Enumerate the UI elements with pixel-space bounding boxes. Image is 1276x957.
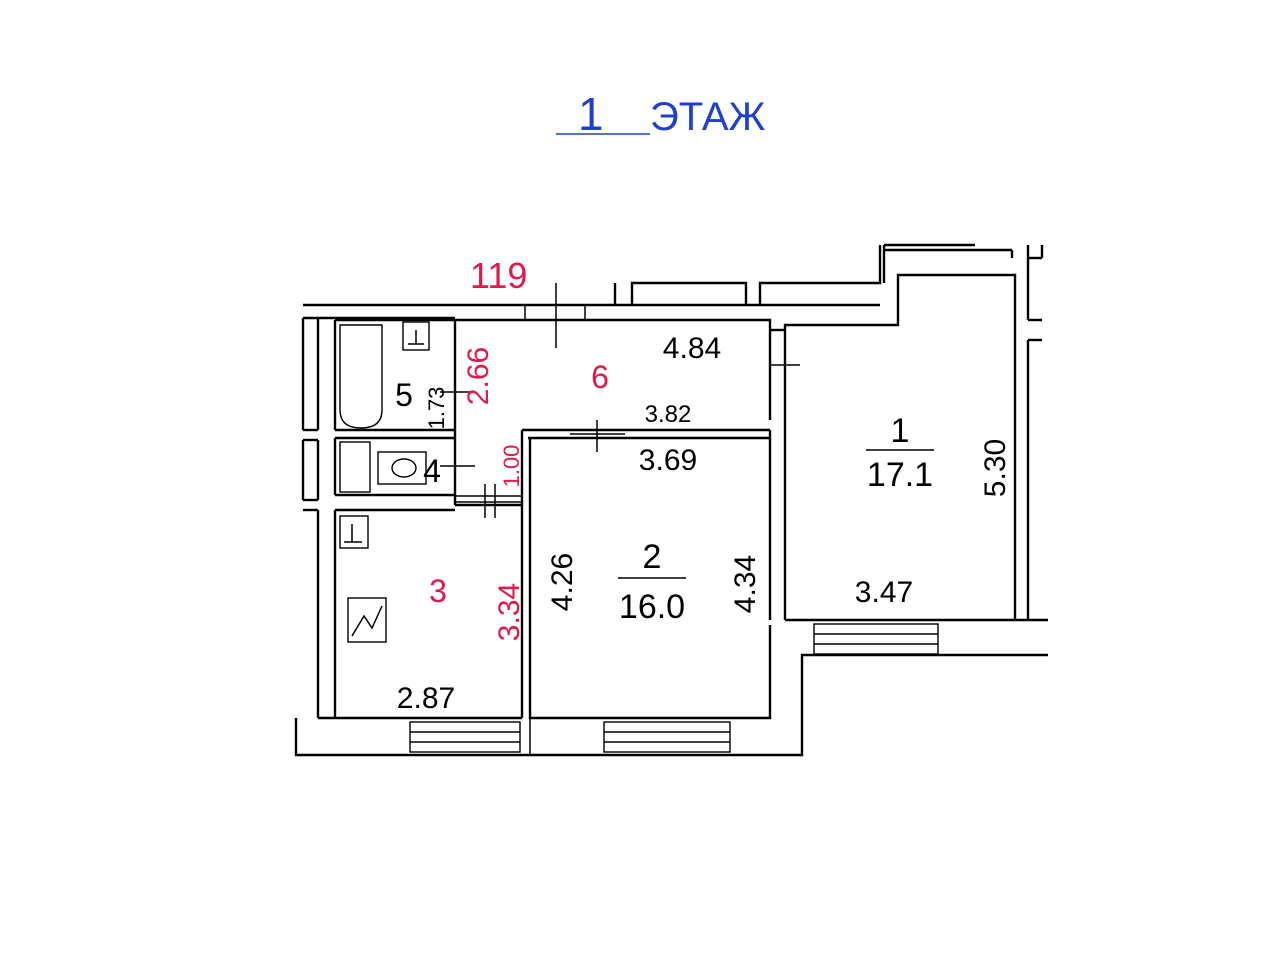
dim-room1-width: 3.47	[855, 576, 913, 609]
sink-icon	[402, 321, 430, 351]
fixtures	[339, 321, 430, 643]
dim-corridor-height: 2.66	[462, 347, 495, 405]
dim-bath-height: 1.73	[424, 387, 449, 430]
room-6-number: 6	[591, 359, 609, 395]
room-2-area: 16.0	[619, 588, 685, 626]
room-4-number: 4	[423, 453, 441, 489]
dimension-labels: 3.47 5.30 3.69 4.26 4.34 4.84 3.82 2.66 …	[397, 332, 1012, 715]
room-2-number: 2	[643, 538, 662, 576]
floor-number: 1	[578, 88, 604, 140]
room-labels: 1 17.1 2 16.0 3 4 5 6	[395, 359, 934, 626]
walls	[294, 243, 1048, 757]
dim-corridor-bottom: 3.82	[645, 401, 692, 428]
dim-passage-width: 1.00	[499, 445, 524, 488]
kitchen-sink-icon	[339, 515, 369, 549]
room-1-number: 1	[891, 412, 910, 450]
room-3-number: 3	[429, 573, 447, 609]
dim-room2-left: 4.26	[546, 553, 579, 611]
dim-kitchen-length: 3.34	[493, 583, 526, 641]
dim-room2-right: 4.34	[729, 555, 762, 613]
shower-icon	[339, 441, 371, 493]
floor-title: 1 ЭТАЖ	[556, 88, 766, 140]
dim-room2-top: 3.69	[639, 444, 697, 477]
room-5-number: 5	[395, 377, 413, 413]
door-marks	[440, 283, 800, 640]
dim-corridor-width: 4.84	[663, 332, 721, 365]
windows	[409, 623, 939, 755]
apartment-number: 119	[470, 255, 527, 296]
dim-kitchen-width: 2.87	[397, 682, 455, 715]
room-1-area: 17.1	[867, 456, 933, 494]
dim-room1-length: 5.30	[979, 439, 1012, 497]
floor-word: ЭТАЖ	[650, 95, 766, 139]
bathtub-icon	[339, 324, 383, 429]
